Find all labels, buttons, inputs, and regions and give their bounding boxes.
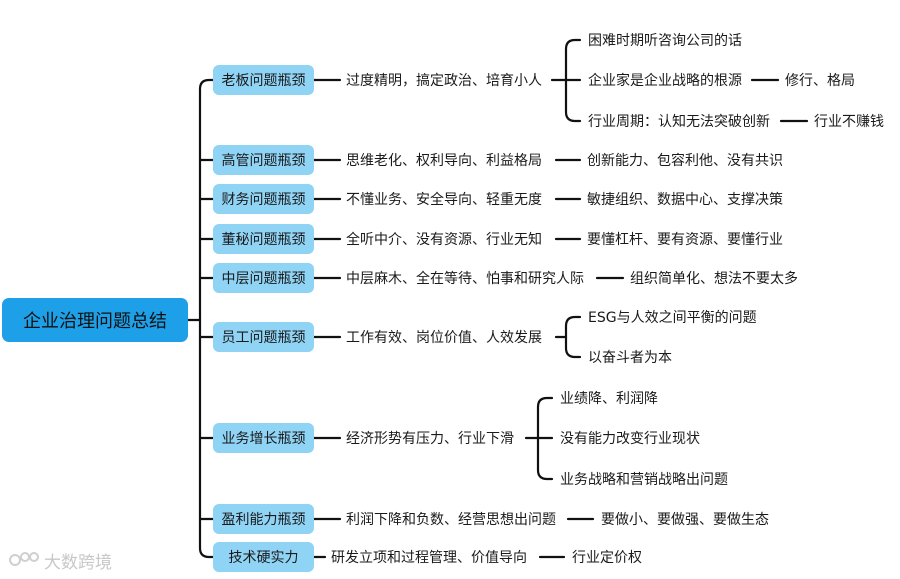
watermark-logo-icon xyxy=(9,552,39,566)
secretary-next[interactable]: 要懂杠杆、要有资源、要懂行业 xyxy=(587,232,783,248)
branch-profit[interactable]: 盈利能力瓶颈 xyxy=(213,504,314,534)
boss-sub-3[interactable]: 行业周期：认知无法突破创新 xyxy=(588,114,770,130)
middle-next[interactable]: 组织简单化、想法不要太多 xyxy=(630,271,798,287)
growth-sub-3[interactable]: 业务战略和营销战略出问题 xyxy=(560,472,728,488)
executive-next[interactable]: 创新能力、包容利他、没有共识 xyxy=(587,153,783,169)
watermark-text: 大数跨境 xyxy=(44,553,112,573)
tech-detail[interactable]: 研发立项和过程管理、价值导向 xyxy=(331,550,527,566)
root-topic[interactable]: 企业治理问题总结 xyxy=(2,298,188,342)
growth-sub-1[interactable]: 业绩降、利润降 xyxy=(560,391,658,407)
boss-sub-2-next[interactable]: 修行、格局 xyxy=(785,73,855,89)
branch-executive[interactable]: 高管问题瓶颈 xyxy=(213,145,314,175)
boss-sub-2[interactable]: 企业家是企业战略的根源 xyxy=(588,73,742,89)
employee-sub-1[interactable]: ESG与人效之间平衡的问题 xyxy=(588,310,757,326)
profit-detail[interactable]: 利润下降和负数、经营思想出问题 xyxy=(346,512,556,528)
growth-sub-2[interactable]: 没有能力改变行业现状 xyxy=(560,431,700,447)
boss-sub-1[interactable]: 困难时期听咨询公司的话 xyxy=(588,33,742,49)
branch-growth[interactable]: 业务增长瓶颈 xyxy=(213,423,314,453)
spine-bracket xyxy=(198,78,215,559)
tech-next[interactable]: 行业定价权 xyxy=(572,550,642,566)
employee-children-bracket xyxy=(564,315,582,359)
secretary-detail[interactable]: 全听中介、没有资源、行业无知 xyxy=(346,232,542,248)
branch-boss[interactable]: 老板问题瓶颈 xyxy=(213,65,314,95)
boss-detail[interactable]: 过度精明，搞定政治、培育小人 xyxy=(346,73,542,89)
employee-detail[interactable]: 工作有效、岗位价值、人效发展 xyxy=(346,330,542,346)
branch-tech[interactable]: 技术硬实力 xyxy=(213,542,314,572)
employee-sub-2[interactable]: 以奋斗者为本 xyxy=(588,350,672,366)
branch-secretary[interactable]: 董秘问题瓶颈 xyxy=(213,224,314,254)
finance-next[interactable]: 敏捷组织、数据中心、支撑决策 xyxy=(587,192,783,208)
branch-middle[interactable]: 中层问题瓶颈 xyxy=(213,263,314,293)
boss-sub-3-next[interactable]: 行业不赚钱 xyxy=(814,114,884,130)
branch-employee[interactable]: 员工问题瓶颈 xyxy=(213,322,314,352)
profit-next[interactable]: 要做小、要做强、要做生态 xyxy=(601,512,769,528)
growth-detail[interactable]: 经济形势有压力、行业下滑 xyxy=(346,431,514,447)
finance-detail[interactable]: 不懂业务、安全导向、轻重无度 xyxy=(346,192,542,208)
branch-finance[interactable]: 财务问题瓶颈 xyxy=(213,184,314,214)
middle-detail[interactable]: 中层麻木、全在等待、怕事和研究人际 xyxy=(346,271,584,287)
executive-detail[interactable]: 思维老化、权利导向、利益格局 xyxy=(346,153,542,169)
